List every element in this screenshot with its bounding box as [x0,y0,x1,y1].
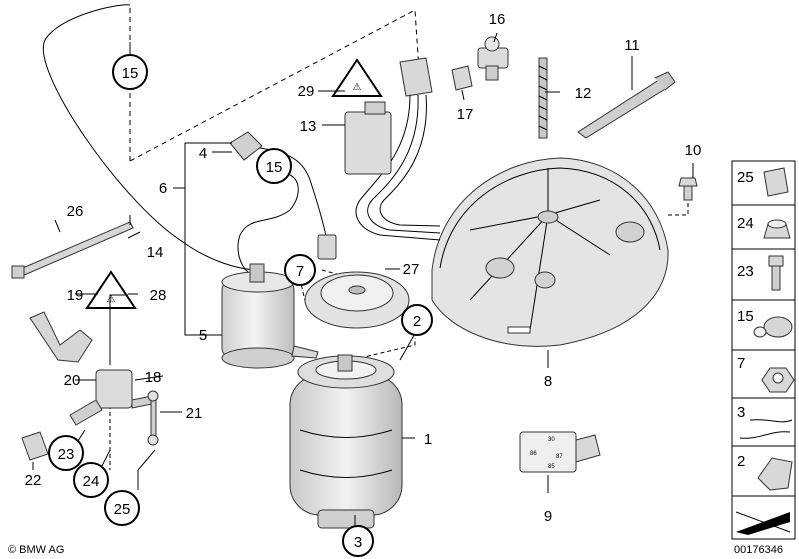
callout-labels: 15 15 7 2 3 23 24 25 16 11 12 17 10 29 1… [25,11,702,557]
screw-part [678,177,698,201]
connector-part [317,234,337,260]
holder-part [477,36,509,81]
panel-cell-23: 23 [731,248,796,301]
callout-7: 7 [296,263,304,280]
valve-block-part [399,57,433,97]
callout-25: 25 [114,501,131,518]
callout-circle-7 [284,254,316,286]
callout-10: 10 [685,142,702,159]
cover-disc-part [304,271,410,329]
callout-17: 17 [457,106,474,123]
relay-pin-marks: 30 86 87 85 [530,437,563,470]
sensor-bracket-part [29,311,93,363]
panel-cell-2: 2 [731,445,796,497]
callout-12: 12 [575,85,592,102]
svg-text:24: 24 [737,215,754,232]
air-line-part [42,4,261,271]
arrow-box-icon [736,512,790,535]
callout-circle-2 [401,304,433,336]
callout-19: 19 [67,287,84,304]
bracket-plate-part [21,431,49,461]
callout-24: 24 [83,473,100,490]
small-parts-panel: 25 24 23 15 7 3 [731,160,796,540]
callout-1: 1 [424,431,432,448]
callout-22: 22 [25,472,42,489]
panel-cell-7: 7 [731,349,796,399]
svg-text:7: 7 [737,355,745,372]
diagram-number: 00176346 [734,544,783,556]
callout-6: 6 [159,180,167,197]
svg-text:⚠: ⚠ [107,294,116,305]
callout-circle-15 [256,148,292,184]
clip-part [451,65,473,91]
compressor-cover-part [431,157,669,347]
callout-circle-3 [342,525,374,557]
callout-15-mid: 15 [266,159,283,176]
clip-nut-part [763,167,789,197]
callout-23: 23 [58,446,75,463]
svg-text:25: 25 [737,169,754,186]
relay-mark-86: 86 [530,451,537,457]
brand-copyright: © BMW AG [8,544,64,556]
callout-20: 20 [64,372,81,389]
clamp-part [757,457,793,491]
callout-28: 28 [150,287,167,304]
svg-text:15: 15 [737,308,754,325]
callout-15-top: 15 [122,65,139,82]
relay-mark-85: 85 [548,464,555,470]
warning-triangle-icon: ⚠ [85,270,137,309]
cable-tie-part [17,221,134,277]
callout-27: 27 [403,261,420,278]
bolt-part [768,255,784,267]
callout-9: 9 [544,508,552,525]
relay-module-part [344,101,392,175]
callout-circle-25 [104,490,140,526]
callout-4: 4 [199,145,207,162]
spring-clip-part [739,419,793,439]
wiring-harness-part [239,144,329,246]
callout-26: 26 [67,203,84,220]
cable-tie-part [577,77,671,139]
callout-5: 5 [199,327,207,344]
callout-3: 3 [354,534,362,551]
panel-cell-3: 3 [731,397,796,447]
svg-text:⚠: ⚠ [353,82,362,93]
svg-text:23: 23 [737,263,754,280]
callout-29: 29 [298,83,315,100]
air-spring-part [289,354,403,529]
relay-mark-30: 30 [548,437,555,443]
callout-21: 21 [186,405,203,422]
relay-mark-87: 87 [556,454,563,460]
height-sensor-part [69,369,153,426]
callout-16: 16 [489,11,506,28]
warning-triangle-icon: ⚠ [331,58,383,97]
elbow-connector-part [229,131,263,161]
link-rod-part [147,390,159,446]
callout-circle-15 [112,54,148,90]
panel-cell-arrow [731,495,796,540]
callout-8: 8 [544,373,552,390]
panel-cell-24: 24 [731,204,796,250]
callout-18: 18 [145,369,162,386]
callout-circle-23 [48,435,84,471]
panel-cell-15: 15 [731,299,796,351]
pressure-reservoir-part [221,263,319,369]
callout-13: 13 [300,118,317,135]
panel-cell-25: 25 [731,160,796,206]
callout-2: 2 [413,313,421,330]
fitting-part [763,316,793,338]
callout-11: 11 [624,37,640,54]
svg-text:3: 3 [737,404,745,421]
svg-text:2: 2 [737,453,745,470]
threaded-stud-part [538,57,548,139]
relay-part [519,431,601,473]
callout-14: 14 [147,244,164,261]
callout-circle-24 [73,462,109,498]
